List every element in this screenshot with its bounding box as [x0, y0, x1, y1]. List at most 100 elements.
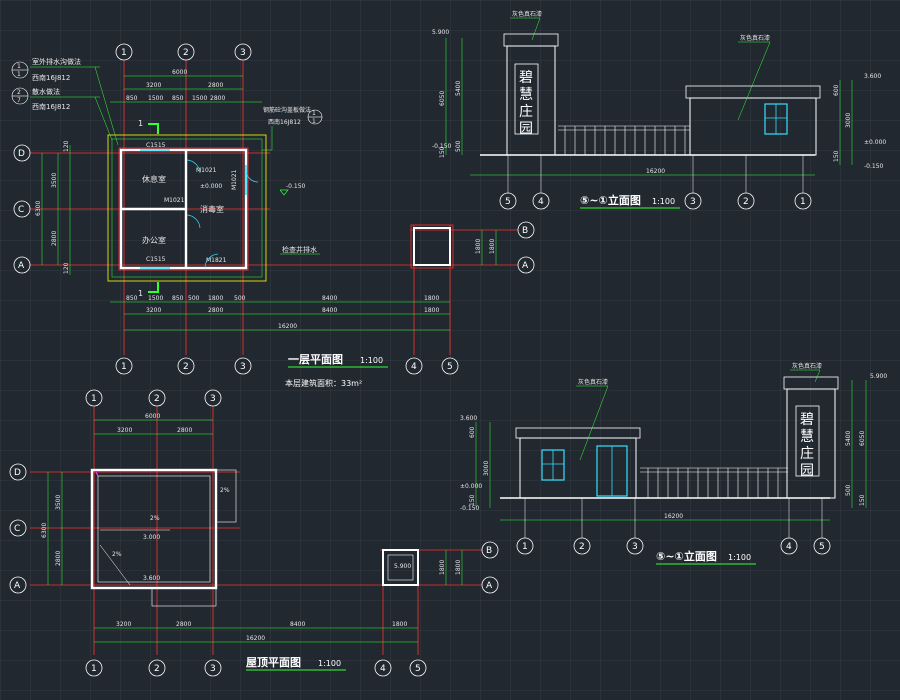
roof-axis-top-1: 1: [91, 394, 97, 404]
dim-right-1: 1800: [475, 239, 482, 254]
note-cover-plate: 钢筋砼沟盖板做法: [263, 106, 311, 114]
door-tag-disinfection: M1021: [196, 167, 217, 174]
elev2-dim-right-4: 150: [859, 494, 866, 506]
paving-outline: [107, 134, 267, 282]
elev1-dim-lines: [445, 38, 853, 176]
dim-bot-d4: 500: [188, 295, 200, 302]
door-tag-main: M1821: [206, 257, 227, 264]
roof-parapet: [90, 468, 218, 590]
elev2-sign-char-1: 碧: [800, 412, 814, 428]
plan-dim-lines: [41, 75, 497, 331]
door-tag-rest: M1021: [164, 197, 185, 204]
plan-title: 一层平面图: [288, 353, 343, 366]
dim-left-1: 3500: [51, 173, 58, 188]
roof-dim-right-1: 1800: [439, 560, 446, 575]
elev1-level-bottom: -0.150: [432, 143, 452, 150]
floor-plan: 1 1 休息室 办公室 消毒室 C1515 C1515 M1021 M1021 …: [11, 43, 535, 388]
level-exterior: -0.150: [286, 183, 306, 190]
detail-tag-1a: 1: [17, 63, 21, 70]
room-rest: 休息室: [142, 174, 166, 184]
dim-bot-m1: 3200: [146, 307, 161, 314]
dim-top-d5: 2800: [210, 95, 225, 102]
roof-axis-top-2: 2: [154, 394, 160, 404]
elev2-level-l2: ±0.000: [460, 483, 482, 490]
dim-top-mid-2: 2800: [208, 82, 223, 89]
dim-right-2: 1800: [489, 239, 496, 254]
dim-bot-d7: 8400: [322, 295, 337, 302]
note-drain-ditch: 室外排水沟做法: [32, 57, 81, 66]
roof-dim-left-1: 3500: [55, 495, 62, 510]
elev1-level-r1: 3.600: [864, 73, 881, 80]
dim-top-d2: 1500: [148, 95, 163, 102]
elev2-fence: [640, 467, 788, 498]
dim-top-mid-1: 3200: [146, 82, 161, 89]
roof-dim-lines: [47, 419, 463, 643]
detail-tag-2b: 7: [17, 97, 21, 104]
plan-axis-left-d: D: [18, 149, 25, 159]
roof-axis-bubbles: [9, 389, 499, 677]
elev2-dim-left-2: 3000: [483, 461, 490, 476]
elev2-note-2: 灰色真石漆: [792, 362, 822, 370]
dim-bot-d8: 1800: [424, 295, 439, 302]
elev1-sign-char-3: 庄: [519, 103, 533, 120]
roof-dim-bot-total: 16200: [246, 635, 265, 642]
roof-slope-2: 2%: [220, 487, 230, 494]
elev1-level-r2: ±0.000: [864, 139, 886, 146]
roof-canopy-front: [151, 587, 217, 607]
roof-axis-left-c: C: [14, 524, 20, 534]
elev2-dim-left-3: 150: [469, 494, 476, 506]
note-ref-1: 西南16J812: [32, 73, 70, 82]
elev2-guardhouse: [519, 437, 637, 499]
roof-level-2: 3.600: [143, 575, 160, 582]
roof-dim-top-1: 3200: [117, 427, 132, 434]
plan-axis-top-3: 3: [240, 48, 246, 58]
roof-level-post: 5.900: [394, 563, 411, 570]
dim-top-d1: 850: [126, 95, 138, 102]
roof-grid-lines: [30, 405, 490, 655]
dim-bot-m4: 1800: [424, 307, 439, 314]
roof-dim-bot-2: 2800: [176, 621, 191, 628]
elev2-dim-right-3: 500: [845, 484, 852, 496]
elev2-dim-right-2: 6050: [859, 431, 866, 446]
roof-axis-bot-3: 3: [210, 664, 216, 674]
roof-dim-top-total: 6000: [145, 413, 160, 420]
roof-scale: 1:100: [318, 659, 341, 668]
level-floor: ±0.000: [200, 183, 222, 190]
elev2-scale: 1:100: [728, 553, 751, 562]
dim-bot-d5: 1800: [208, 295, 223, 302]
roof-title: 屋顶平面图: [246, 656, 301, 669]
elev1-dim-left-3: 500: [455, 140, 462, 152]
elev1-scale: 1:100: [652, 197, 675, 206]
detail-tag-3b: 1: [312, 118, 316, 125]
elev2-level-r1: 5.900: [870, 373, 887, 380]
dim-left-s1: 120: [63, 140, 70, 152]
elev1-level-top: 5.900: [432, 29, 449, 36]
window-tag-bottom: C1515: [146, 256, 166, 263]
room-office: 办公室: [142, 235, 166, 245]
dim-top-d4: 1500: [192, 95, 207, 102]
elev2-axis-1: 1: [522, 542, 528, 552]
dim-left-total: 6300: [35, 201, 42, 216]
plan-area-note: 本层建筑面积：33m²: [285, 378, 362, 388]
elev2-dim-left-1: 600: [469, 426, 476, 438]
roof-dim-bot-4: 1800: [392, 621, 407, 628]
detail-tag-2a: 2: [17, 89, 21, 96]
elev1-title: ⑤~①立面图: [580, 193, 641, 207]
section-label-bottom: 1: [138, 289, 143, 298]
elev1-sign-char-4: 园: [519, 121, 533, 137]
elev1-dim-left-4: 150: [439, 146, 446, 158]
detail-tag-1b: 1: [17, 71, 21, 78]
elev2-dim-lines: [475, 380, 867, 521]
plan-axis-top-2: 2: [183, 48, 189, 58]
elev1-dim-right-2: 3000: [845, 113, 852, 128]
plan-axis-left-c: C: [18, 205, 24, 215]
elev2-dim-right-1: 5400: [845, 431, 852, 446]
roof-dim-left-total: 6300: [41, 523, 48, 538]
roof-axis-bot-1: 1: [91, 664, 97, 674]
elev2-level-l1: 3.600: [460, 415, 477, 422]
elev2-sign-char-3: 庄: [800, 445, 814, 462]
roof-level-1: 3.000: [143, 534, 160, 541]
elev1-note-1: 灰色真石漆: [512, 10, 542, 18]
note-apron: 散水做法: [32, 87, 60, 96]
